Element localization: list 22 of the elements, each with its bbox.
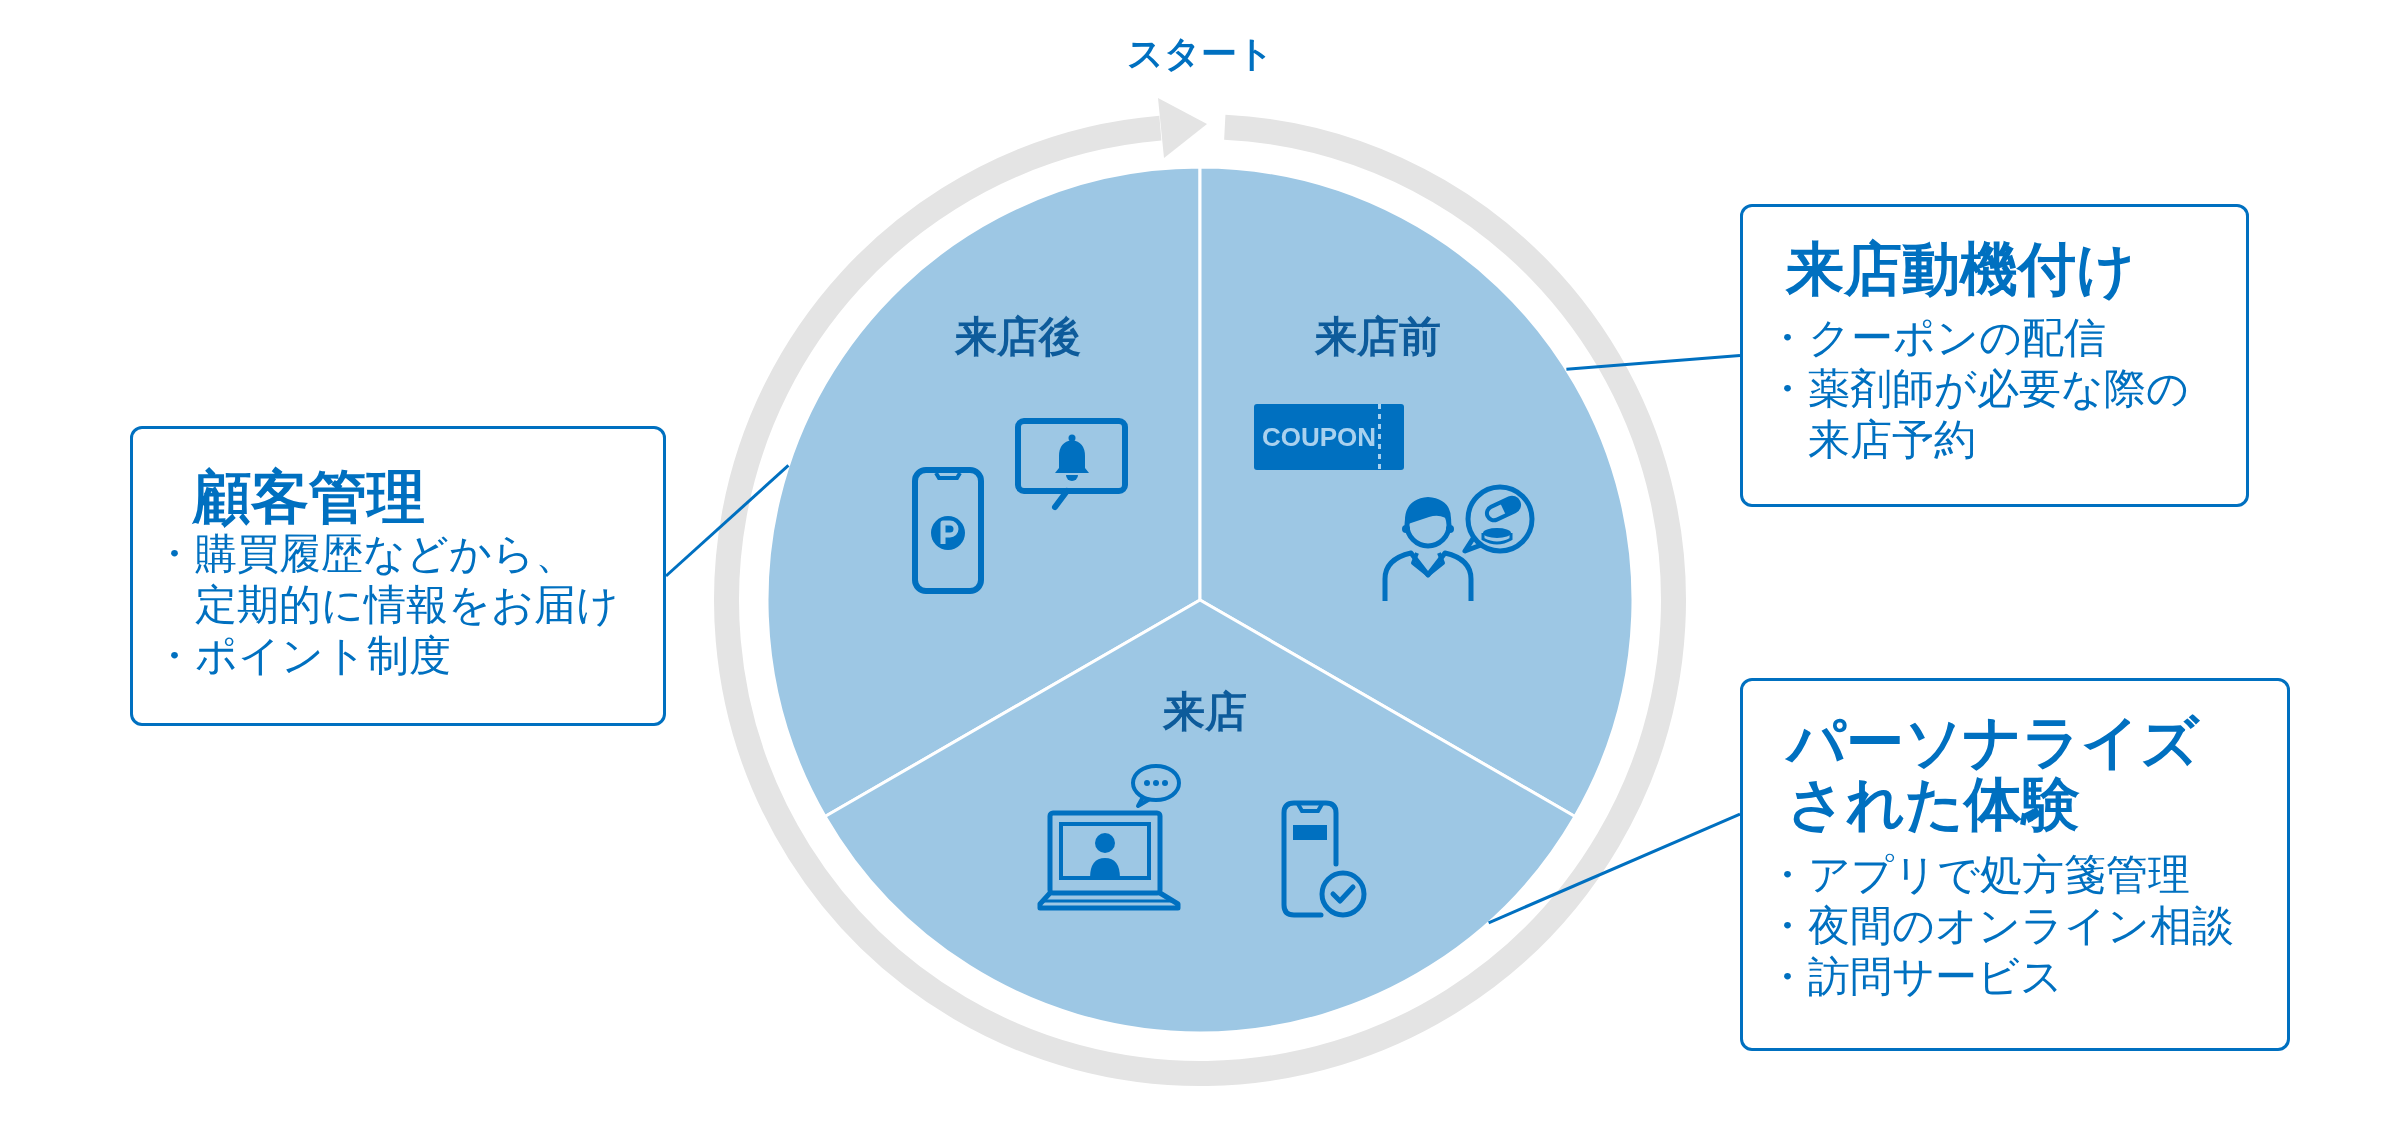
sector-label: 来店後 — [955, 313, 1081, 361]
callout-box — [1740, 204, 2249, 507]
callout-title: 顧客管理 — [193, 466, 425, 528]
bullet-text: ・クーポンの配信 — [1766, 312, 2106, 363]
callout-box — [130, 426, 666, 726]
coupon-ticket — [1254, 404, 1404, 470]
start-label: スタート — [1126, 33, 1274, 75]
leader-line — [665, 464, 790, 578]
sector-label: 来店 — [1163, 688, 1247, 736]
sector-label: 来店前 — [1315, 313, 1441, 361]
bullet-text: ・薬剤師が必要な際の来店予約 — [1766, 363, 2190, 465]
bullet-text: ・購買履歴などから、定期的に情報をお届け — [153, 528, 620, 630]
callout-title: パーソナライズされた体験 — [1787, 711, 2201, 835]
bullet-text: ・夜間のオンライン相談 — [1766, 900, 2234, 951]
coupon-label: COUPON — [1262, 422, 1377, 452]
callout-box — [1740, 678, 2290, 1051]
leader-line — [1488, 812, 1741, 925]
bullet-text: ・訪問サービス — [1766, 951, 2063, 1002]
leader-line — [1566, 354, 1741, 371]
bullet-text: ・ポイント制度 — [153, 630, 451, 681]
bullet-text: ・アプリで処方箋管理 — [1766, 849, 2190, 900]
callout-title: 来店動機付け — [1786, 238, 2135, 300]
